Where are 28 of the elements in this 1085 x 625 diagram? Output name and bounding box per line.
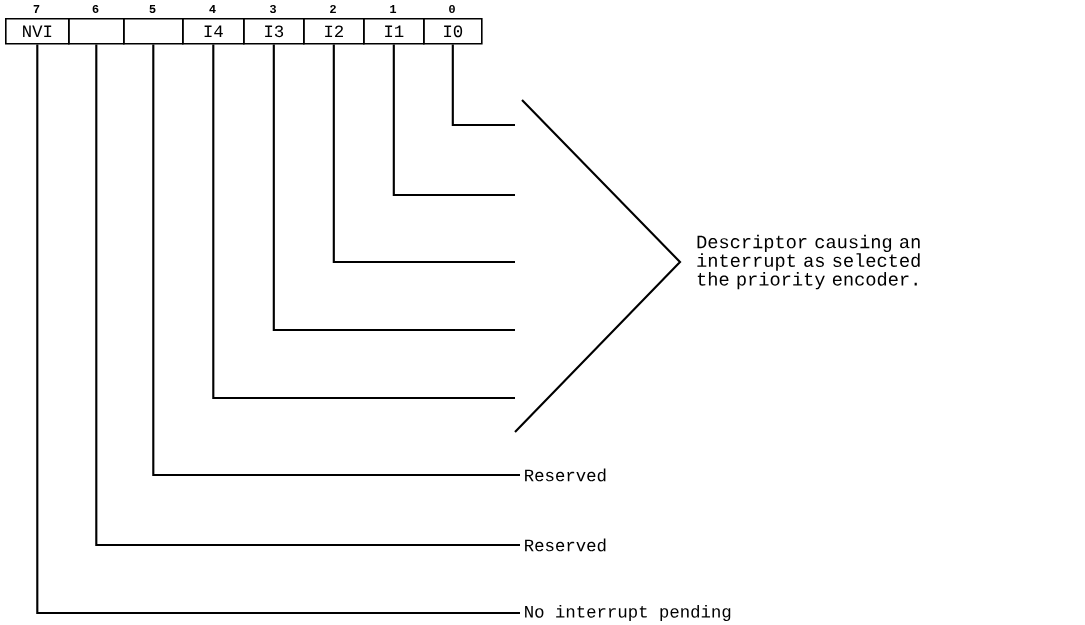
register-cell [68,18,125,45]
bit-number: 6 [92,4,99,14]
register-cell: I4 [182,18,245,45]
bit-number: 4 [209,5,216,13]
leader-line [152,44,520,477]
annotation-text: Reserved [525,468,606,482]
leader-line [36,44,520,615]
bit-number: 5 [149,5,156,13]
bit-number: 0 [449,4,455,14]
register-cell: I1 [363,18,425,45]
bit-number: 7 [33,5,40,13]
leader-line [332,44,515,264]
bit-number: 3 [269,4,276,14]
register-cell: I3 [243,18,305,45]
annotation-text: No interrupt pending [525,604,731,622]
register-cell [123,18,184,45]
leader-line [95,44,520,547]
register-cell: NVI [5,18,70,45]
bracket-callout: Descriptor causing an interrupt as selected the priority encoder. [514,99,920,433]
register-cell: I2 [303,18,365,45]
leader-line [212,44,515,400]
leader-line [392,44,515,197]
register-cell: I0 [423,18,483,45]
annotation-text: Reserved [525,538,606,552]
bit-number: 2 [330,5,336,13]
leader-line [272,44,515,332]
leader-line [451,44,515,127]
bit-number: 1 [390,5,397,13]
